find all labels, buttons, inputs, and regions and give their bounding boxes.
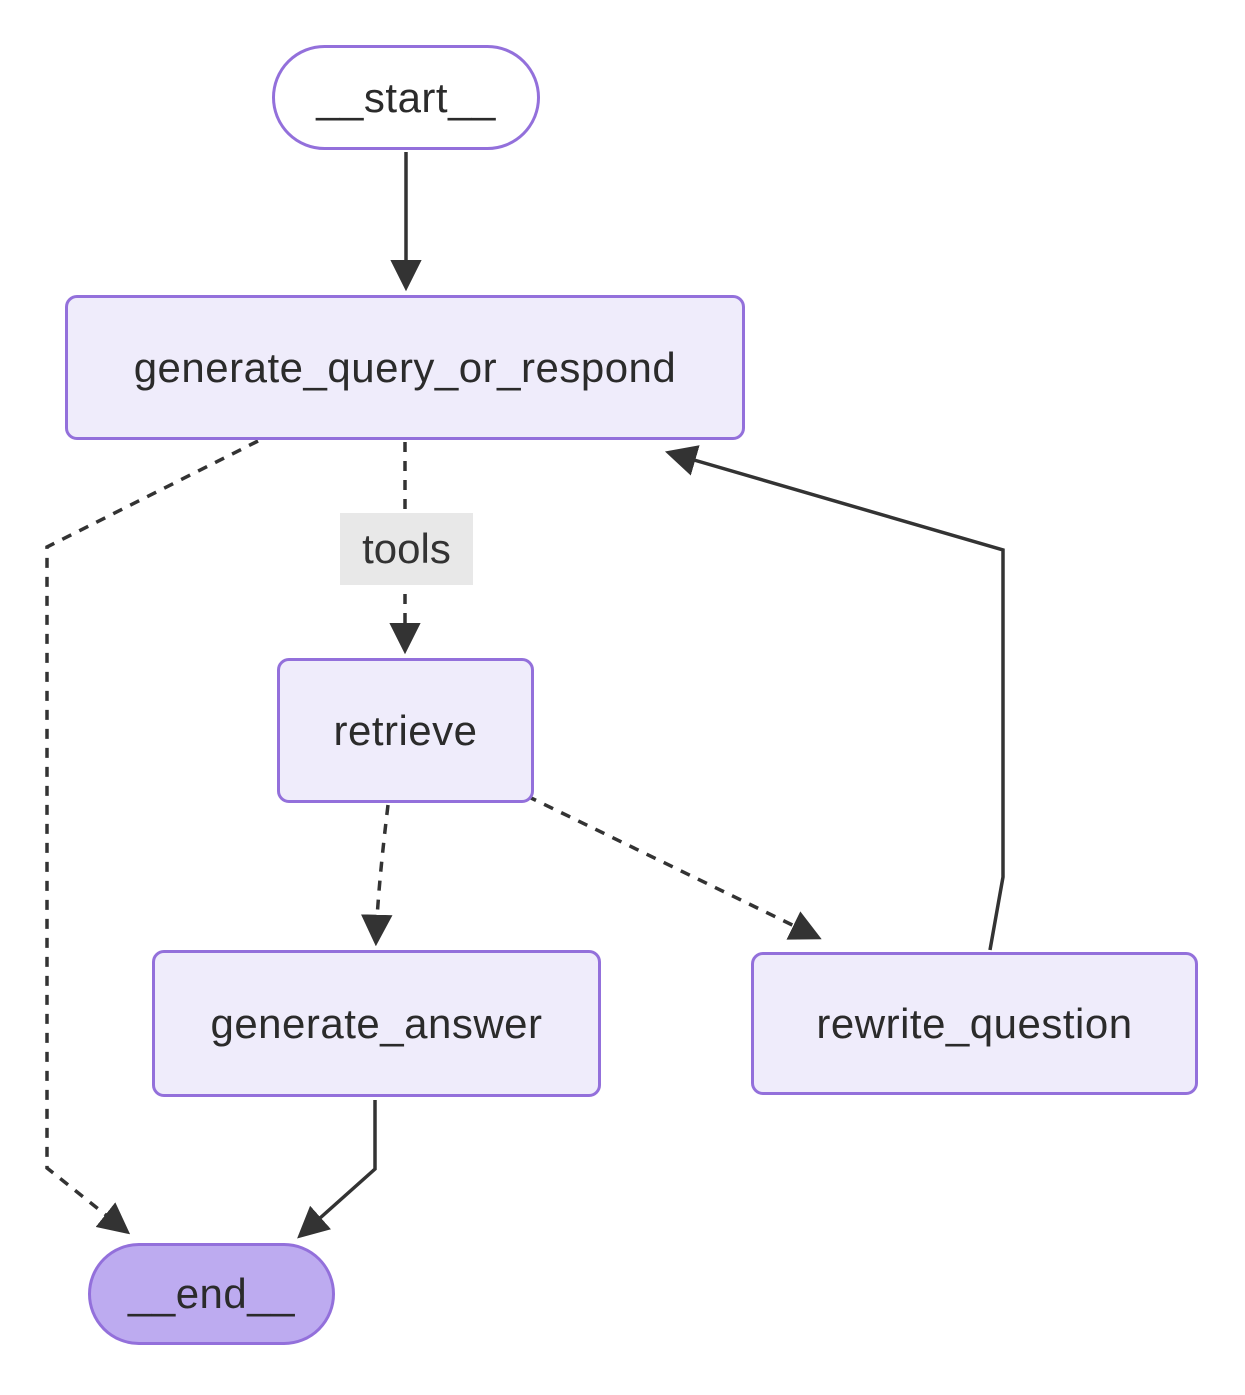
node-start-label: __start__: [316, 73, 496, 121]
node-start: __start__: [272, 45, 540, 150]
node-retrieve: retrieve: [277, 658, 534, 803]
node-rewrite-question-label: rewrite_question: [816, 999, 1133, 1047]
node-retrieve-label: retrieve: [333, 706, 478, 754]
edge-rewrite-question-to-generate-query: [664, 445, 1005, 951]
edge-retrieve-to-generate-answer: [360, 804, 393, 947]
node-end: __end__: [88, 1243, 335, 1345]
node-generate-answer-label: generate_answer: [210, 999, 543, 1047]
node-rewrite-question: rewrite_question: [751, 952, 1198, 1095]
node-generate-query-or-respond: generate_query_or_respond: [65, 295, 745, 440]
node-end-label: __end__: [127, 1270, 295, 1317]
edge-generate-answer-to-end: [297, 1100, 377, 1239]
edge-retrieve-to-rewrite-question: [526, 794, 822, 940]
edge-generate-query-to-end: [45, 439, 259, 1235]
node-generate-query-or-respond-label: generate_query_or_respond: [133, 343, 677, 391]
edge-label-tools: tools: [340, 513, 473, 585]
node-generate-answer: generate_answer: [152, 950, 601, 1097]
